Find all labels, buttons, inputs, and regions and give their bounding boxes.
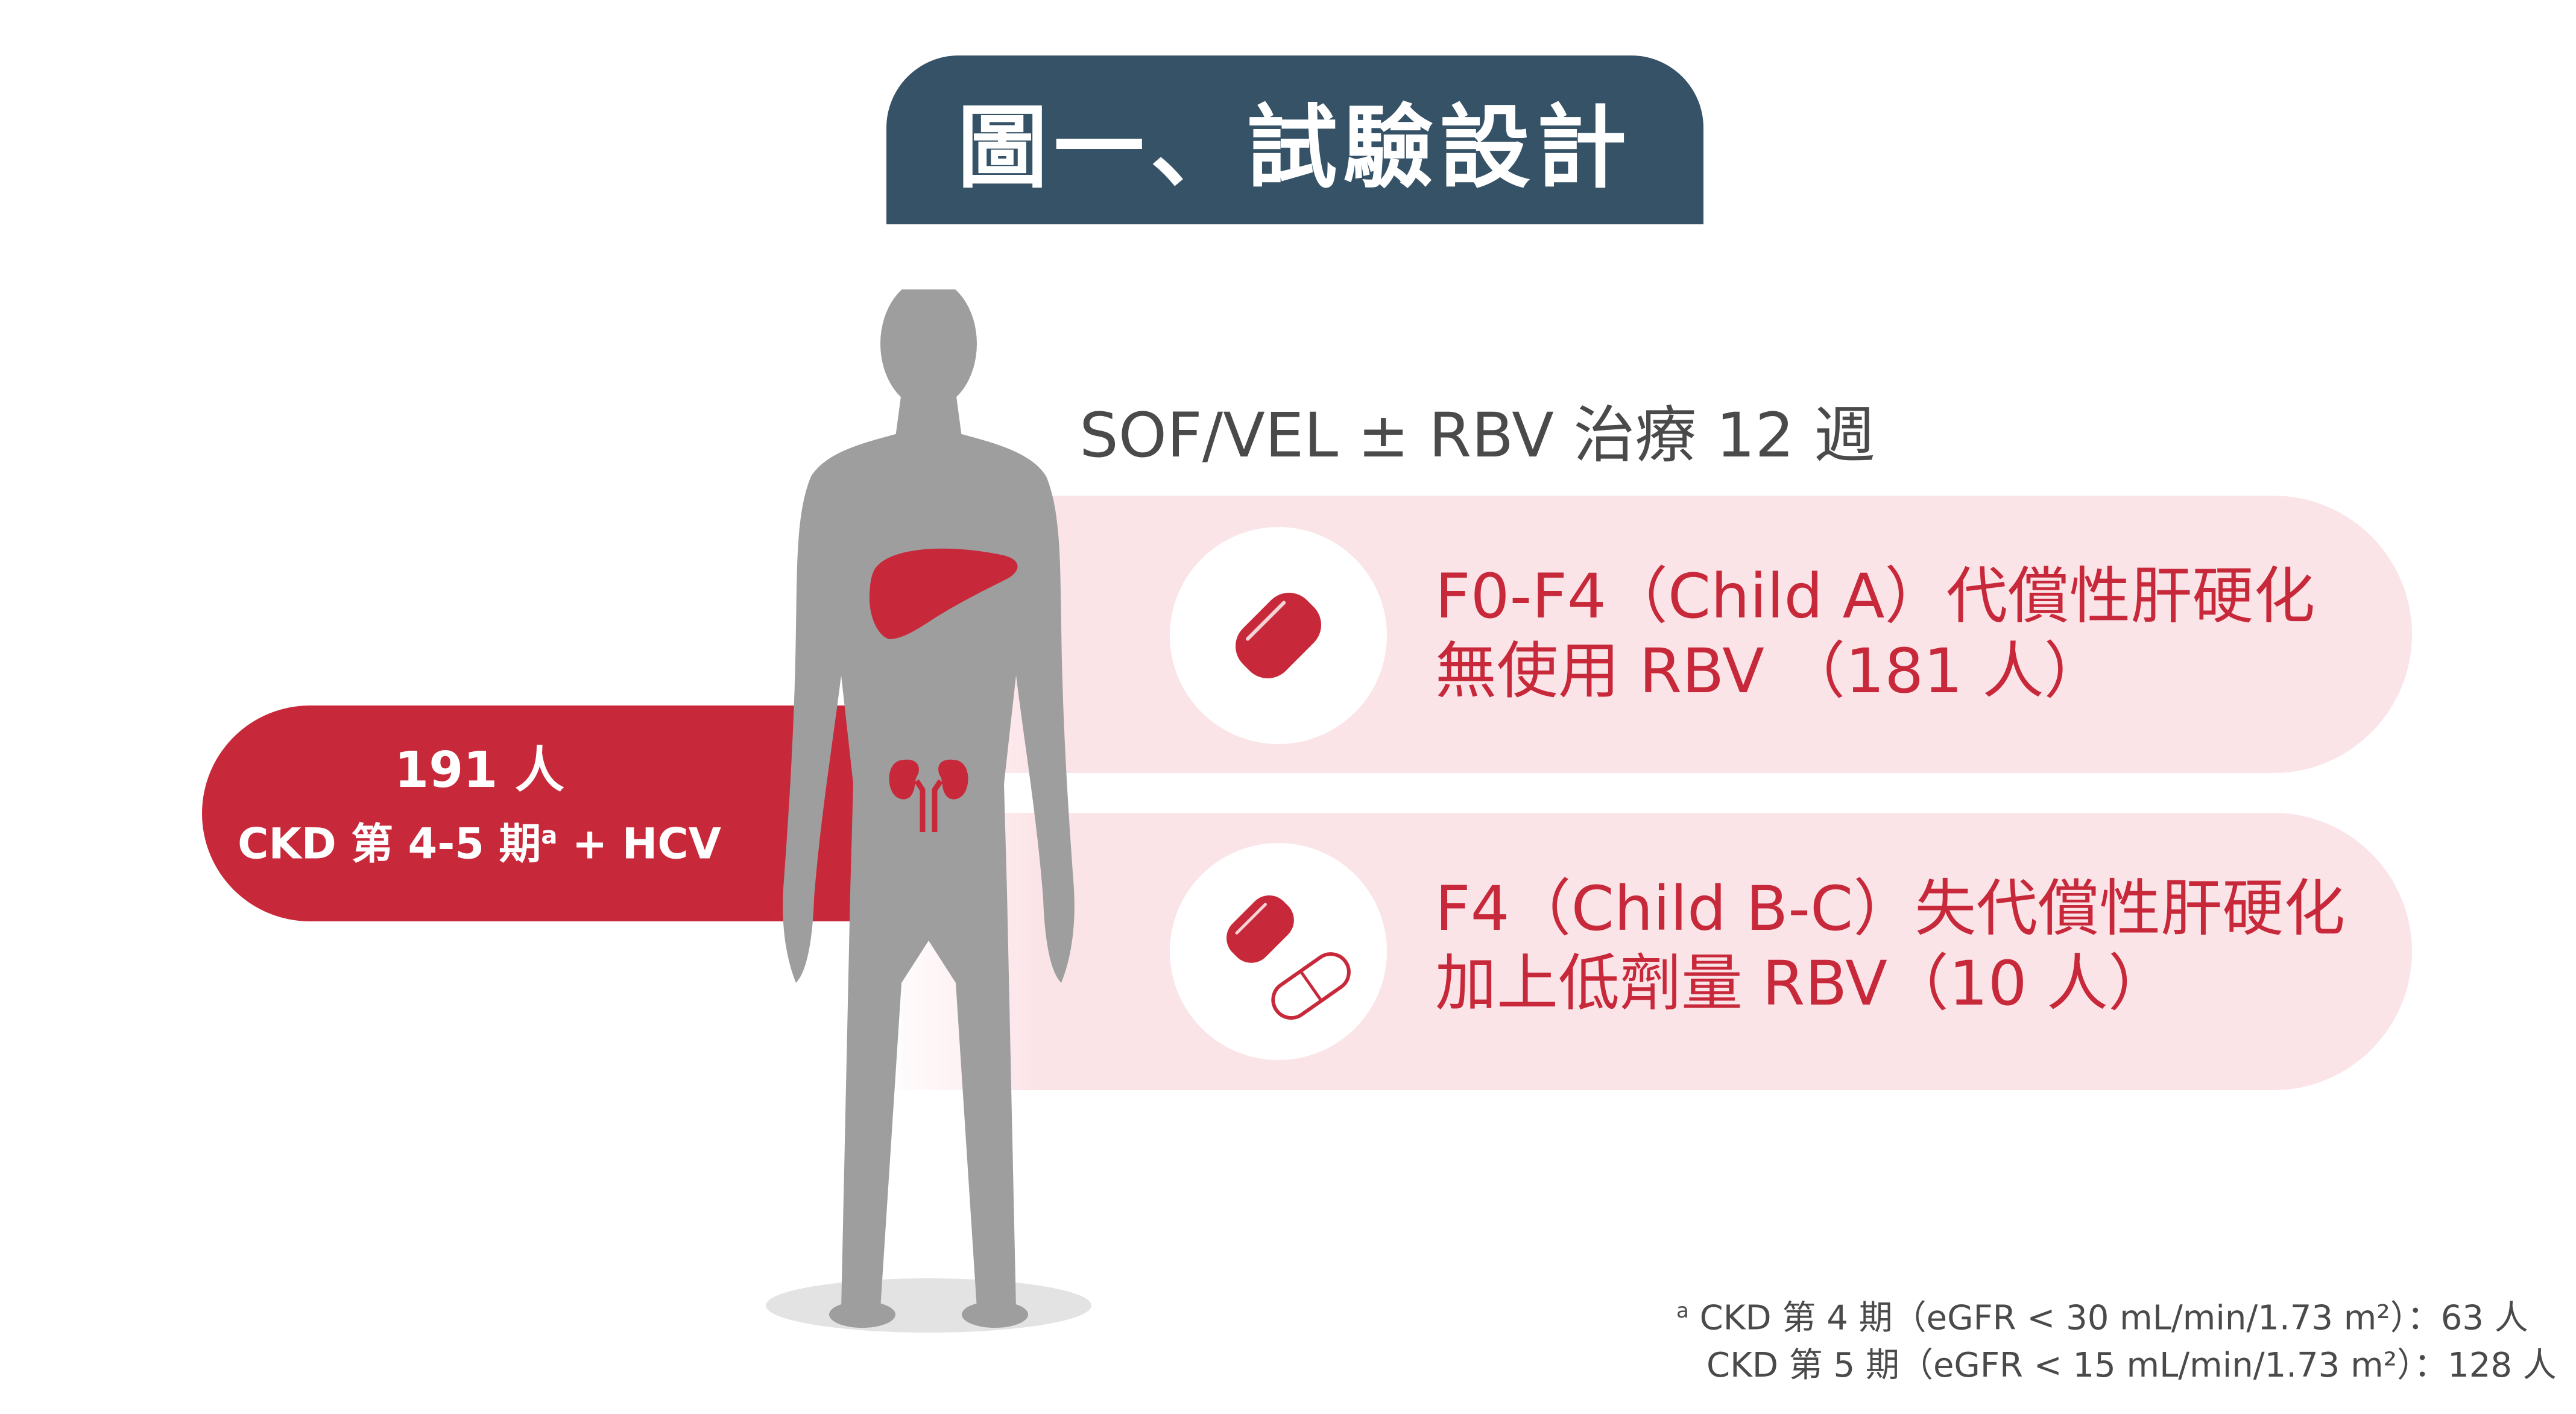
pill-icon	[1236, 593, 1321, 678]
arm-2-line2: 加上低劑量 RBV（10 人）	[1435, 948, 2170, 1020]
figure-shadow	[766, 1278, 1091, 1333]
population-count: 191 人	[394, 742, 564, 799]
footnote-line2: CKD 第 5 期（eGFR < 15 mL/min/1.73 m²）：128 …	[1706, 1345, 2557, 1385]
arm-band-2	[880, 813, 2412, 1090]
pill-and-capsule-icon	[1226, 895, 1351, 1020]
arm-band-1	[880, 496, 2412, 773]
kidney-icon	[889, 759, 968, 832]
population-description: CKD 第 4-5 期a + HCV	[238, 819, 721, 869]
footnote-line1: a CKD 第 4 期（eGFR < 30 mL/min/1.73 m²）：63…	[1676, 1298, 2528, 1338]
page-title: 圖一、試驗設計	[957, 95, 1633, 201]
treatment-label: SOF/VEL ± RBV 治療 12 週	[1079, 400, 1875, 472]
arm-2-text: F4（Child B-C）失代償性肝硬化 加上低劑量 RBV（10 人）	[1435, 872, 2345, 1021]
title-banner: 圖一、試驗設計	[886, 55, 1703, 224]
human-body-icon	[766, 289, 1091, 1333]
arm-1-line2: 無使用 RBV （181 人）	[1435, 636, 2106, 707]
liver-icon	[869, 548, 1018, 639]
footnote-marker: a	[541, 822, 558, 850]
arm-2-icon-circle	[1170, 843, 1387, 1060]
arm-1-icon-circle	[1170, 527, 1387, 744]
population-text: 191 人 CKD 第 4-5 期a + HCV	[202, 737, 757, 875]
footnote: a CKD 第 4 期（eGFR < 30 mL/min/1.73 m²）：63…	[1676, 1287, 2557, 1389]
arm-1-text: F0-F4（Child A）代償性肝硬化 無使用 RBV （181 人）	[1435, 560, 2315, 709]
arm-2-line1: F4（Child B-C）失代償性肝硬化	[1435, 873, 2346, 945]
arm-1-line1: F0-F4（Child A）代償性肝硬化	[1435, 561, 2316, 633]
